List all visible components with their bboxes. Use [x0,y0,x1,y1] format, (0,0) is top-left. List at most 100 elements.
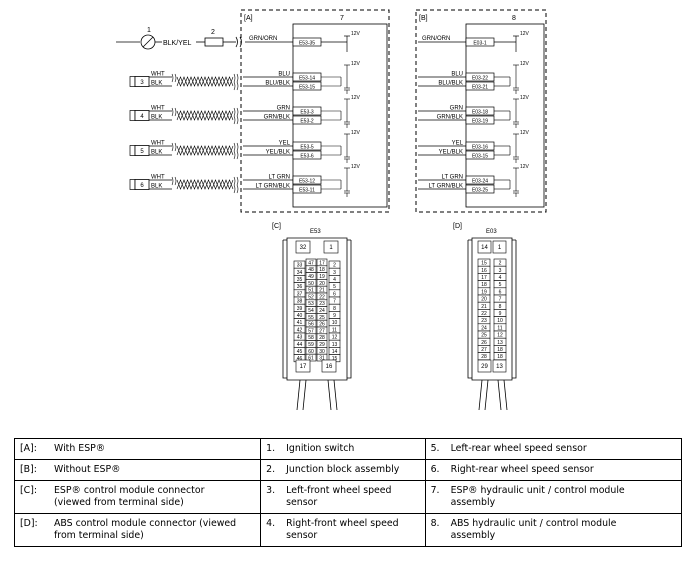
legend-cell: 5. Left-rear wheel speed sensor [424,438,683,460]
twisted-pair-6 [176,179,234,190]
legend-key: 5. [430,443,440,454]
connector-c-mid-right-pin-2: 19 [319,274,325,280]
legend-description: ESP® control module connector (viewed fr… [54,485,205,508]
twisted-pair-5 [176,145,234,156]
wiring-diagram: 1 BLK/YEL 2 3WHTBLK4WHTBLK5WHTBLK6WHTBLK… [116,9,547,411]
connector-c-right-pin-3: 5 [333,284,336,290]
connector-c-left-pin-3: 36 [297,284,303,290]
connector-c-mid-left-pin-10: 57 [308,328,314,334]
sensor-number-4: 4 [140,114,144,120]
sensor-wire-wht-6: WHT [151,175,165,181]
panel_a-wire-color-0-1: BLU/BLK [265,81,290,87]
connector-d-left-pin-11: 26 [481,340,487,346]
connector-d-bottom-pin-1: 13 [496,364,503,370]
connector-d [467,237,517,411]
connector-d-bottom-pin-0-cell [477,359,492,373]
connector-c-mid-left-pin-14-cell [305,353,317,362]
connector-c-mid-left-pin-8: 55 [308,315,314,321]
legend-key: [B]: [20,464,37,475]
panel_b-row-voltage-2: 12V [520,130,530,136]
connector-c-top-pin-1-cell [323,240,339,254]
connector-c-right-pin-6: 8 [333,306,336,312]
connector-c-left-pin-2: 35 [297,277,303,283]
panel_b-wire-color-0-1: BLU/BLK [438,81,463,87]
legend-description: ABS control module connector (viewed fro… [54,518,237,541]
connector-c-right-pin-8: 10 [332,320,338,326]
connector-c-mid-right-pin-8: 25 [319,315,325,321]
panel_b-wire-color-2-1: YEL/BLK [439,150,463,156]
junction-number: 2 [211,29,215,36]
panel_b-pin-1-0: E03-18 [472,110,488,116]
connector-d-right-pin-12: 18 [497,347,503,353]
connector-c-mid-left-pin-6: 53 [308,301,314,307]
connector-c-mid-left-pin-7: 54 [308,308,314,314]
legend-row: [B]:Without ESP®2.Junction block assembl… [13,459,683,481]
connector-d-tag: [D] [453,223,462,230]
connector-c-top-pin-1: 1 [329,245,333,251]
connector-d-right-pin-1: 3 [499,268,502,274]
legend-cell: 6.Right-rear wheel speed sensor [424,459,683,481]
connector-d-left-pin-1: 16 [481,268,487,274]
panel_a-pin-1-1: E53-2 [300,119,314,125]
connector-c-right-pin-0: 2 [333,263,336,269]
legend-description: Left-front wheel speed sensor [286,485,392,508]
connector-c-right-pin-13: 15 [332,356,338,362]
panel_b-pin-0-0: E03-22 [472,76,488,82]
legend-key: 3. [266,485,276,496]
connector-c-right-pin-1: 3 [333,270,336,276]
connector-d-right-pin-3: 5 [499,282,502,288]
sensor-wire-blk-3: BLK [151,81,162,87]
panel_a-supply-wire-label: GRN/ORN [249,36,277,42]
connector-c-bottom-pin-0: 17 [300,364,307,370]
sensor-number-6: 6 [140,183,144,189]
ignition-switch-number: 1 [147,27,151,34]
panel_a-pin-1-0: E53-3 [300,110,314,116]
connector-d-right-pin-7: 9 [499,311,502,317]
legend-cell: 4.Right-front wheel speed sensor [260,513,426,547]
panel_a-pin-3-1: E53-11 [299,188,315,194]
legend-key: 4. [266,518,276,529]
connector-c-left-pin-1: 34 [297,270,303,276]
connector-c-mid-right-pin-14: 31 [319,356,325,362]
connector-d-bottom-pin-0: 29 [481,364,488,370]
connector-c-mid-left-pin-14: 61 [308,356,314,362]
panel-a-tag: [A] [244,15,253,22]
connector-c-right-pin-11: 13 [332,342,338,348]
connector-d-top-pin-0: 14 [481,245,488,251]
connector-c-right-pin-7: 9 [333,313,336,319]
twisted-pair-4 [176,110,234,121]
connector-d-left-pin-2: 17 [481,275,487,281]
connector-d-left-pin-5: 20 [481,297,487,303]
panel_a-wire-color-2-1: YEL/BLK [266,150,290,156]
connector-d-left-pin-0: 15 [481,261,487,267]
connector-c-left-pin-12: 45 [297,349,303,355]
connector-c-left-pin-5: 38 [297,299,303,305]
connector-d-right-pin-0: 2 [499,261,502,267]
connector-d-right-pin-11: 13 [497,340,503,346]
connector-d-right-pin-10: 12 [497,333,503,339]
panel_a-wire-color-0-0: BLU [278,72,290,78]
legend-cell: [C]:ESP® control module connector (viewe… [13,480,262,514]
connector-c-mid-left-pin-12: 59 [308,342,314,348]
legend-key: 6. [430,464,440,475]
sensor-wire-blk-4: BLK [151,115,162,121]
connector-c-mid-left-pin-2: 49 [308,274,314,280]
panel_a-wire-color-3-1: LT GRN/BLK [256,184,290,190]
connector-c-mid-right-pin-6: 23 [319,301,325,307]
legend-cell: 8.ABS hydraulic unit / control module as… [424,513,683,547]
connector-c-right-pin-9: 11 [332,327,337,333]
legend-key: 1. [266,443,276,454]
connector-c-right-pin-2: 4 [333,277,336,283]
panel_b-pin-2-1: E03-15 [472,154,488,160]
sensor-wire-wht-3: WHT [151,72,165,78]
connector-d-left-pin-4: 19 [481,289,487,295]
legend-description: Left-rear wheel speed sensor [450,443,587,454]
ignition-circuit [116,34,242,50]
panel_b-pin-3-0: E03-24 [472,179,488,185]
panel_b-wire-color-3-1: LT GRN/BLK [429,184,463,190]
panel_a-wire-color-1-0: GRN [277,106,290,112]
